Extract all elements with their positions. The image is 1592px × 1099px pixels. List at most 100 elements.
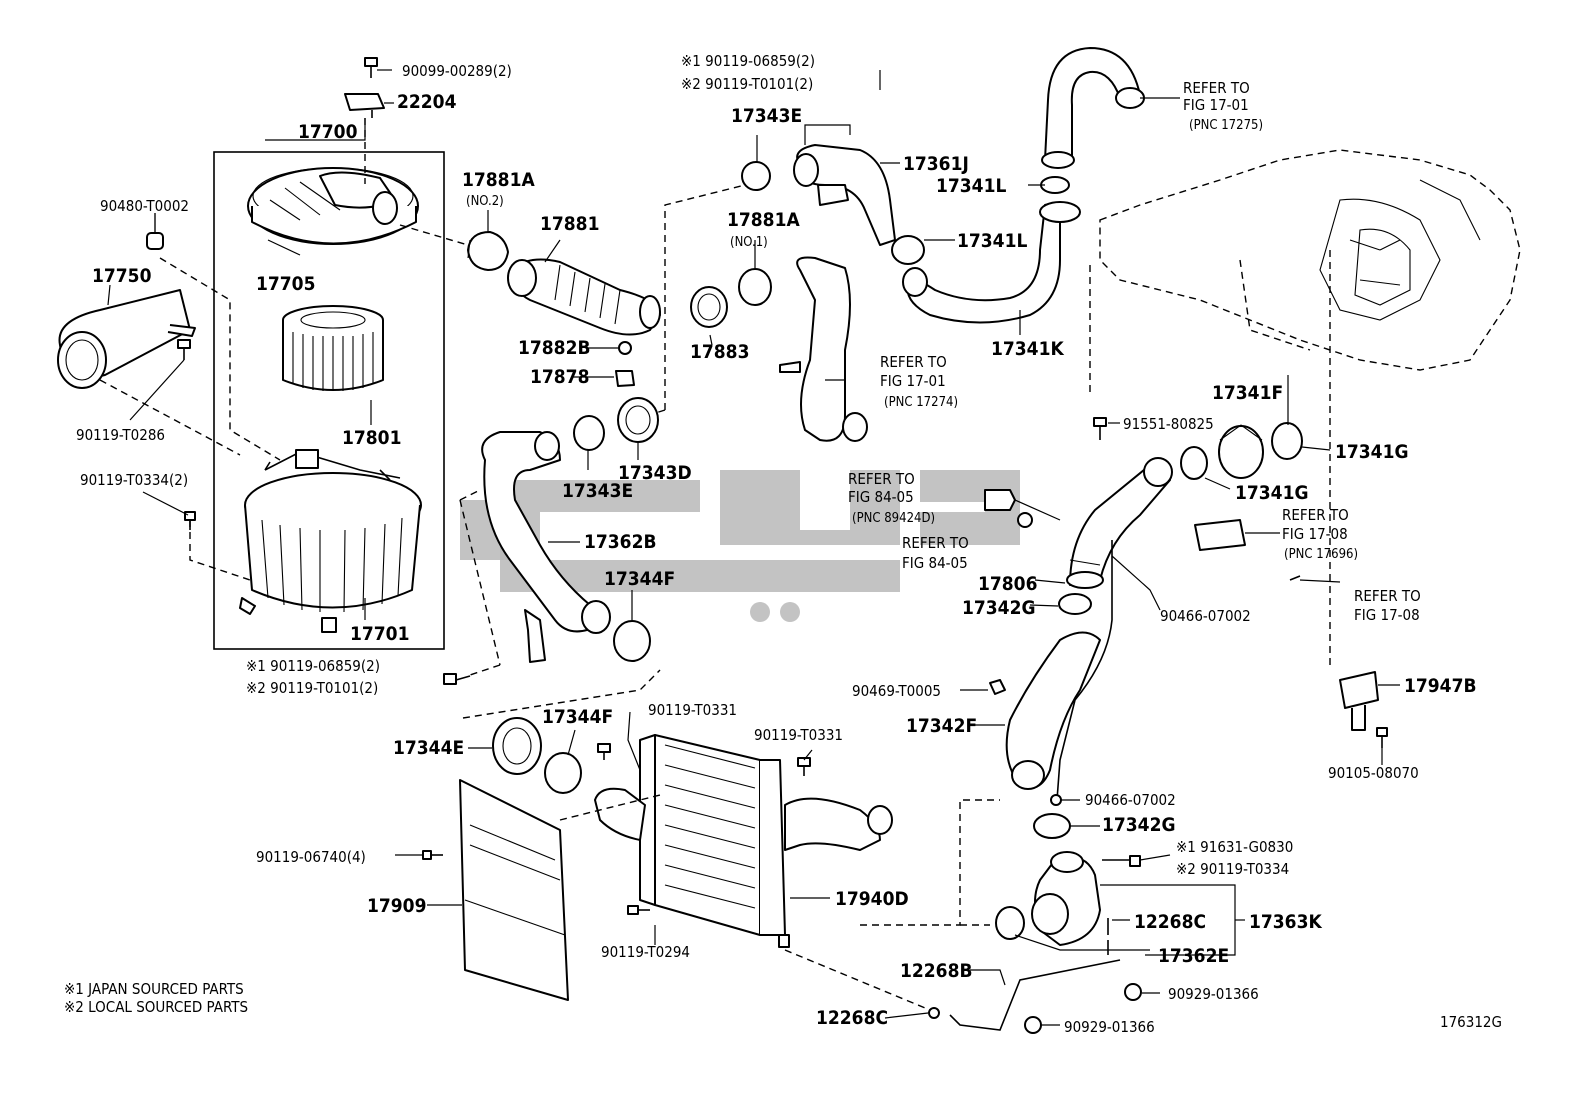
intake-hose-17881 [399, 224, 661, 387]
label-90466-a: 90466-07002 [1160, 607, 1251, 625]
label-top-bolt2: ※2 90119-T0101(2) [681, 75, 813, 93]
label-ref8405-a3: (PNC 89424D) [852, 511, 935, 526]
clamp-17343e-mid [573, 415, 605, 451]
intercooler-17940d [559, 734, 931, 1011]
label-left-bolt1: ※1 90119-06859(2) [246, 657, 380, 675]
clamp-17342g-a [1058, 593, 1092, 615]
label-17750: 17750 [92, 265, 152, 287]
label-17806: 17806 [978, 573, 1037, 595]
intake-duct-17750 [57, 289, 196, 389]
label-17940d: 17940D [835, 888, 909, 910]
label-ref1708-a2: FIG 17-08 [1282, 525, 1348, 543]
air-cleaner-assembly [57, 57, 471, 685]
sensor-22204 [344, 93, 394, 118]
grommet-90480 [146, 232, 164, 250]
hose-17362e [995, 906, 1025, 940]
label-90469: 90469-T0005 [852, 682, 941, 700]
o-ring-17882b [618, 341, 632, 355]
label-17341l-b: 17341L [957, 230, 1027, 252]
label-17341g-a: 17341G [1335, 441, 1409, 463]
hose-17361j [796, 144, 896, 246]
hose-17883 [690, 286, 728, 328]
hose-12268b [949, 959, 1121, 1031]
label-17343e-top: 17343E [731, 105, 802, 127]
label-90119-t0286: 90119-T0286 [76, 426, 165, 444]
label-90929-a: 90929-01366 [1168, 985, 1259, 1003]
label-17883: 17883 [690, 341, 749, 363]
label-17363k: 17363K [1249, 911, 1322, 933]
label-ref1708-b2: FIG 17-08 [1354, 606, 1420, 624]
label-17878: 17878 [530, 366, 589, 388]
label-12268b: 12268B [900, 960, 973, 982]
pipe-17274 [796, 256, 851, 442]
label-17342g-a: 17342G [962, 597, 1036, 619]
air-cleaner-cap [247, 167, 419, 245]
label-90119-06740: 90119-06740(4) [256, 848, 366, 866]
label-ref1701-b1: REFER TO [880, 353, 947, 371]
label-ref1701-a2: FIG 17-01 [1183, 96, 1249, 114]
label-17362b: 17362B [584, 531, 657, 553]
labels: 90099-00289(2) 22204 17700 90480-T0002 1… [64, 52, 1502, 1036]
front-items [422, 669, 661, 1001]
label-17341g-b: 17341G [1235, 482, 1309, 504]
label-17343e-mid: 17343E [562, 480, 633, 502]
label-17341f: 17341F [1212, 382, 1283, 404]
label-17362e: 17362E [1158, 945, 1229, 967]
label-91551: 91551-80825 [1123, 415, 1214, 433]
label-90480: 90480-T0002 [100, 197, 189, 215]
diagram-code: 176312G [1440, 1013, 1502, 1031]
label-ref8405-a1: REFER TO [848, 470, 915, 488]
note-japan-sourced: ※1 JAPAN SOURCED PARTS [64, 980, 244, 998]
label-17361j: 17361J [903, 153, 969, 175]
note-local-sourced: ※2 LOCAL SOURCED PARTS [64, 998, 248, 1016]
hose-17344e [492, 717, 542, 775]
label-17909: 17909 [367, 895, 426, 917]
hose-17343d [617, 397, 659, 443]
label-17341l-a: 17341L [936, 175, 1006, 197]
bracket-17947b [1339, 671, 1379, 709]
label-17342g-b: 17342G [1102, 814, 1176, 836]
clamp-17343e-top [741, 161, 771, 191]
label-90119-t0334-2: 90119-T0334(2) [80, 471, 188, 489]
leader-lines [107, 70, 1400, 1026]
air-cleaner-case [239, 449, 422, 633]
label-17344f-low: 17344F [542, 706, 613, 728]
label-17344e: 17344E [393, 737, 464, 759]
label-top-bolt1: ※1 90119-06859(2) [681, 52, 815, 70]
clamp-17341l [891, 235, 925, 265]
label-17341k: 17341K [991, 338, 1064, 360]
label-90119-t0331-b: 90119-T0331 [754, 726, 843, 744]
label-12268c-b: 12268C [816, 1007, 888, 1029]
clamp-17341g-a [1271, 422, 1303, 460]
bolt-91551 [1093, 417, 1107, 427]
label-ref1701-b3: (PNC 17274) [884, 395, 958, 410]
label-right-bolt2: ※2 90119-T0334 [1176, 860, 1289, 878]
bracket-17696 [1194, 519, 1246, 551]
label-ref1701-a1: REFER TO [1183, 79, 1250, 97]
label-ref1701-a3: (PNC 17275) [1189, 118, 1263, 133]
label-90929-b: 90929-01366 [1064, 1018, 1155, 1036]
top-bolt-90099 [364, 57, 392, 78]
hose-17341f [1218, 425, 1264, 479]
label-17343d: 17343D [618, 462, 692, 484]
label-90119-t0294: 90119-T0294 [601, 943, 690, 961]
pipe-17362b [459, 397, 659, 676]
label-17882b: 17882B [518, 337, 591, 359]
label-17881a-no2-sub: (NO.2) [466, 194, 504, 209]
label-ref8405-a2: FIG 84-05 [848, 488, 914, 506]
label-12268c-a: 12268C [1134, 911, 1206, 933]
label-17947b: 17947B [1404, 675, 1477, 697]
label-ref1701-b2: FIG 17-01 [880, 372, 946, 390]
label-17342f: 17342F [906, 715, 977, 737]
engine-outline [1089, 149, 1521, 670]
shroud-17909 [459, 779, 569, 1001]
label-ref8405-b1: REFER TO [902, 534, 969, 552]
label-17801: 17801 [342, 427, 401, 449]
air-filter-element [282, 305, 384, 391]
label-22204: 22204 [397, 91, 457, 113]
label-ref1708-a3: (PNC 17696) [1284, 547, 1358, 562]
label-90119-t0331-a: 90119-T0331 [648, 701, 737, 719]
label-right-bolt1: ※1 91631-G0830 [1176, 838, 1293, 856]
clip-90469 [989, 679, 1006, 695]
